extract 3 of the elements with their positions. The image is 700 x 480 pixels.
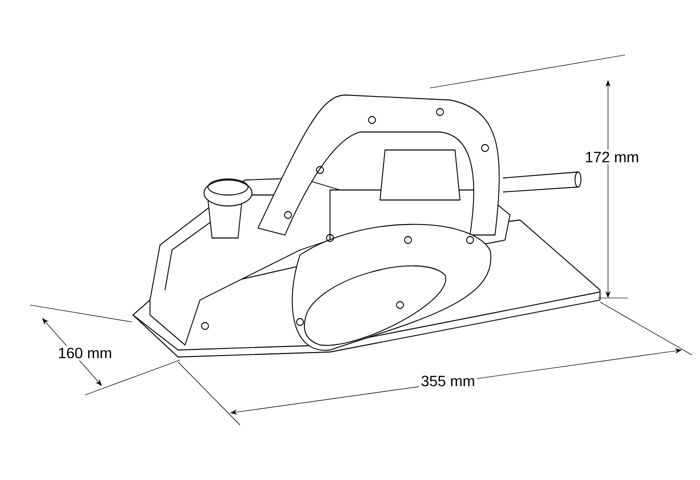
dimension-label: 355 mm: [418, 374, 478, 388]
dimension-label: 160 mm: [56, 346, 114, 360]
dimension-label: 172 mm: [582, 150, 642, 164]
